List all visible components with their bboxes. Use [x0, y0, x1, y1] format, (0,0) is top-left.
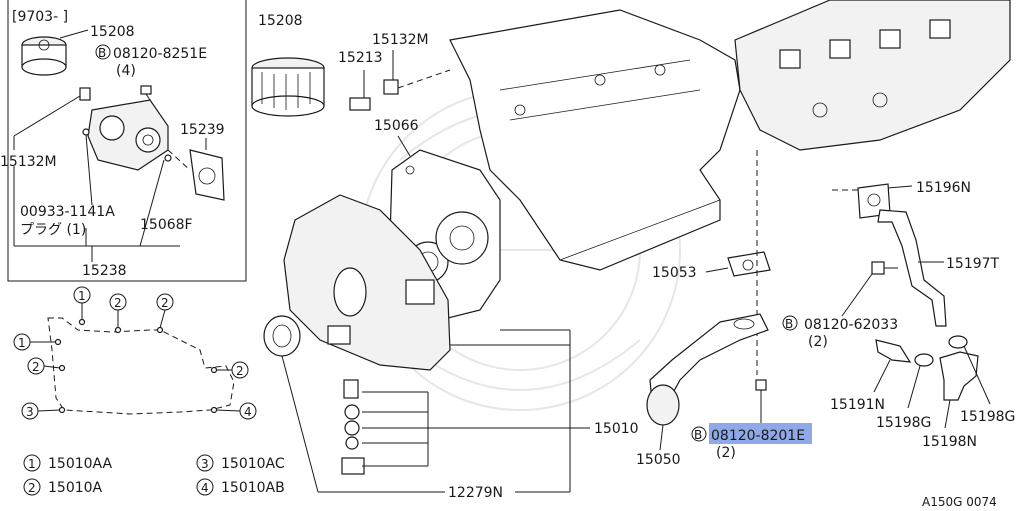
strainer-bolt-part [755, 379, 767, 410]
callout-bubbles: 1 2 2 1 2 2 3 4 [13, 286, 257, 420]
inset-gasket-part [189, 149, 225, 201]
callout-2a: 2 [114, 296, 122, 310]
legend-code-3: 15010AC [221, 456, 285, 472]
label-oil-switch: 15191N [830, 397, 885, 413]
label-hose-clamp-a: 15198G [876, 415, 931, 431]
label-oil-filter: 15208 [258, 13, 303, 29]
inset-label-gasket: 15239 [180, 122, 225, 138]
inset-bolt-marker [95, 44, 111, 60]
inset-label-cap: 15132M [0, 154, 57, 170]
callout-3: 3 [26, 405, 34, 419]
callout-2d: 2 [236, 364, 244, 378]
label-hose-clamp-b: 15198G [960, 409, 1015, 425]
label-relief-valve: 12279N [448, 485, 503, 501]
hose-clamp-part-b [948, 335, 991, 405]
callout-4: 4 [244, 405, 252, 419]
inset-label-assembly: 15238 [82, 263, 127, 279]
inset-label-bolt-qty: (4) [116, 63, 136, 79]
engine-block-part [449, 9, 741, 271]
label-pipe-gasket: 15196N [916, 180, 971, 196]
bolt-a-marker-letter: B [785, 317, 793, 331]
label-strainer-bolt-qty: (2) [716, 445, 736, 461]
inset-plug-part [82, 128, 90, 136]
legend-num-3: 3 [201, 457, 209, 471]
oil-hose-part [939, 351, 979, 429]
cap-part [383, 50, 399, 95]
oring-gasket-part [727, 251, 771, 277]
label-sensor: 15213 [338, 50, 383, 66]
legend-code-1: 15010AA [48, 456, 113, 472]
label-oil-pump: 15010 [594, 421, 639, 437]
callout-2b: 2 [161, 296, 169, 310]
front-oil-seal-part [263, 315, 301, 357]
inset-label-filter: 15208 [90, 24, 135, 40]
oil-switch-part [873, 339, 912, 393]
selected-part-highlight[interactable] [709, 423, 812, 444]
legend-num-2: 2 [28, 481, 36, 495]
inset-label-plug: プラグ (1) [20, 222, 86, 238]
inset-label-seal: 15068F [140, 217, 193, 233]
figure-id: A150G 0074 [922, 495, 997, 509]
bolt-b-marker [691, 426, 707, 442]
label-oring: 15053 [652, 265, 697, 281]
legend-code-2: 15010A [48, 480, 103, 496]
front-cover-outline [47, 317, 235, 415]
oil-pressure-sensor-part [349, 70, 371, 111]
oil-pump-body-part [283, 194, 451, 371]
inset-bolt-marker-letter: B [98, 46, 106, 60]
legend-num-4: 4 [201, 481, 209, 495]
inset-seal-part [164, 154, 172, 162]
inset-label-bolt: 08120-8251E [113, 46, 207, 62]
hose-clamp-part-a [907, 353, 934, 409]
inset-date-code: [9703- ] [12, 9, 68, 25]
label-strainer: 15050 [636, 452, 681, 468]
label-gasket: 15066 [374, 118, 419, 134]
bolt-b-marker-letter: B [694, 428, 702, 442]
inset-box: [9703- ] 15208 B 08120-8251E (4) [0, 0, 247, 282]
callout-1b: 1 [18, 336, 26, 350]
callout-legend: 1 15010AA 2 15010A 3 15010AC 4 15010AB [23, 454, 285, 496]
label-strainer-bolt[interactable]: 08120-8201E [711, 428, 805, 444]
inset-label-plug-code: 00933-1141A [20, 204, 115, 220]
bolt-a-marker [782, 315, 798, 331]
label-cap: 15132M [372, 32, 429, 48]
pipe-bolt-part [871, 261, 898, 275]
oil-pipe-part [877, 209, 947, 327]
oil-strainer-part [646, 313, 769, 426]
label-oil-hose: 15198N [922, 434, 977, 450]
legend-code-4: 15010AB [221, 480, 285, 496]
callout-2c: 2 [32, 360, 40, 374]
label-pipe-bolt-qty: (2) [808, 334, 828, 350]
inset-oil-filter-part [21, 36, 67, 76]
oil-filter-part [251, 57, 325, 117]
inset-filter-housing-part [79, 87, 169, 171]
callout-1: 1 [78, 289, 86, 303]
relief-valve-parts [341, 379, 365, 475]
label-pipe-bolt: 08120-62033 [804, 317, 898, 333]
legend-num-1: 1 [28, 457, 36, 471]
cylinder-head-part [734, 0, 1011, 151]
label-oil-pipe: 15197T [946, 256, 1000, 272]
